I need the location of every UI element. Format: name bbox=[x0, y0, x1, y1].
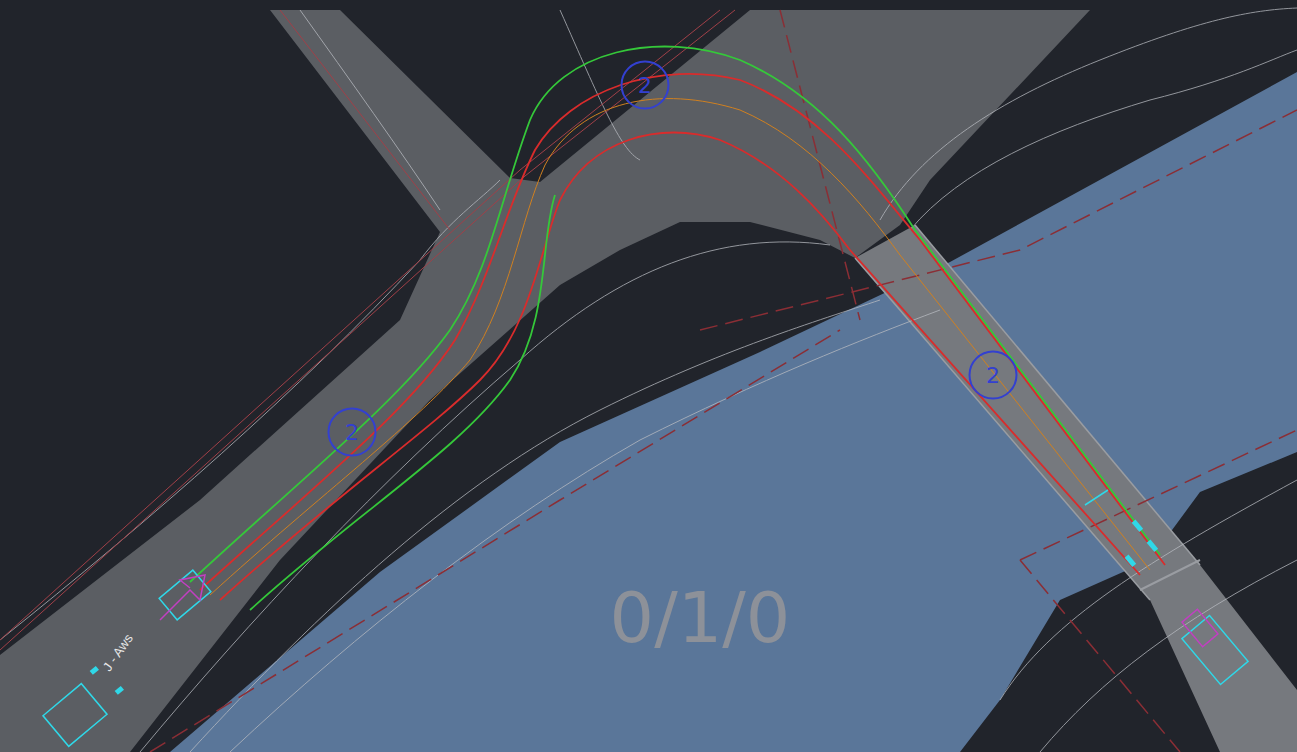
contour-lines bbox=[0, 8, 1297, 752]
fence-lines bbox=[0, 10, 735, 650]
bridge-edge bbox=[915, 225, 1200, 565]
bridge-edge bbox=[855, 258, 1150, 600]
callout-circle: 2 bbox=[968, 350, 1018, 400]
callout-number: 2 bbox=[638, 73, 652, 98]
vehicle-end bbox=[1085, 490, 1248, 685]
bridge-deck bbox=[855, 225, 1297, 752]
callout-number: 2 bbox=[986, 363, 1000, 388]
vehicle-start bbox=[43, 570, 211, 746]
boundary-lines bbox=[150, 10, 1297, 752]
callout-circle: 2 bbox=[327, 407, 377, 457]
bridge-end bbox=[1140, 560, 1200, 590]
swept-path bbox=[190, 47, 1165, 611]
callout-number: 2 bbox=[345, 420, 359, 445]
callout-circle: 2 bbox=[620, 60, 670, 110]
road-surface bbox=[0, 10, 1090, 752]
watermark: 0/1/0 bbox=[610, 577, 791, 659]
